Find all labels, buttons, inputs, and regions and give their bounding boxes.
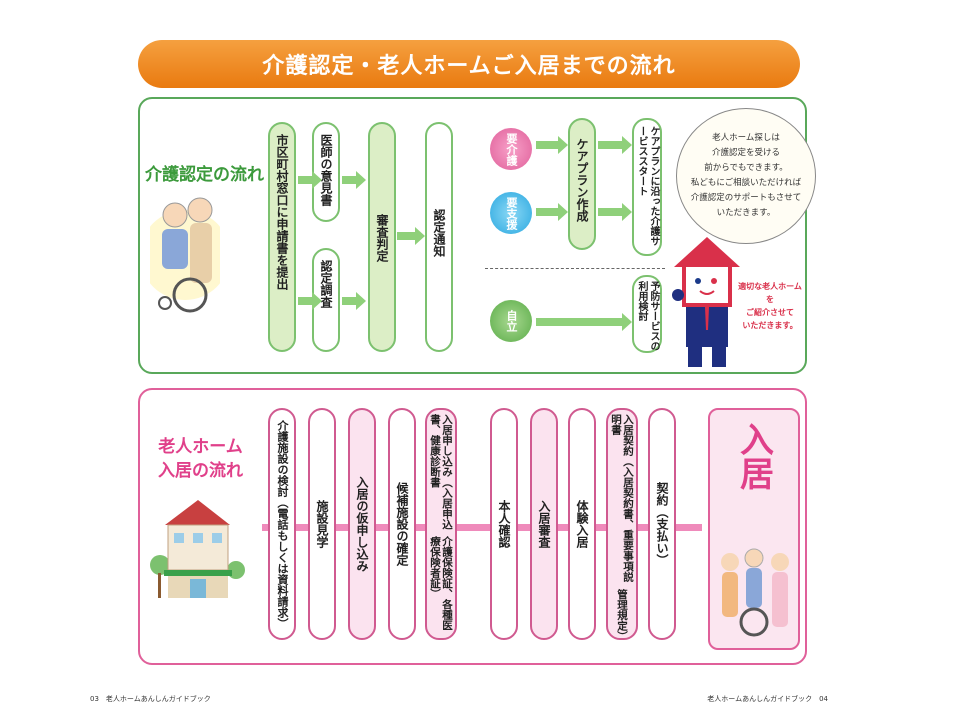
residents-illustration bbox=[721, 548, 789, 637]
home-section-heading: 老人ホーム入居の流れ bbox=[158, 435, 243, 483]
elderly-couple-illustration bbox=[150, 197, 220, 313]
arrow bbox=[536, 203, 568, 221]
home-step-payment: 契約（支払い） bbox=[648, 408, 676, 640]
bubble-line: 介護認定のサポートもさせて bbox=[690, 193, 802, 203]
step-line: 入居申し込み（入居申込書、健康診断書 bbox=[429, 414, 453, 530]
arrow bbox=[342, 171, 366, 189]
heading-line: 老人ホーム bbox=[158, 437, 243, 457]
house-mascot-icon bbox=[672, 237, 740, 367]
speech-bubble: 老人ホーム探しは介護認定を受ける前からでもできます。私どもにご相談いただければ介… bbox=[676, 108, 816, 244]
step-service-start: ケアプランに沿った介護サービススタート bbox=[632, 118, 662, 256]
nursing-home-building-illustration bbox=[150, 500, 245, 598]
move-in-label: 入居 bbox=[733, 422, 774, 490]
page-title: 介護認定・老人ホームご入居までの流れ bbox=[138, 40, 800, 88]
step-submit-application: 市区町村窓口に申請書を提出 bbox=[268, 122, 296, 352]
home-step-trial-stay: 体験入居 bbox=[568, 408, 596, 640]
arrow bbox=[342, 292, 366, 310]
home-step-application: 入居申し込み（入居申込書、健康診断書介護保険証、各種医療保険者証） bbox=[425, 408, 457, 640]
care-certification-section bbox=[138, 97, 807, 374]
nursing-home-section bbox=[138, 388, 807, 665]
home-step-contract: 入居契約（入居契約書、重要事項説明書管理規定） bbox=[606, 408, 638, 642]
footer-right: 老人ホームあんしんガイドブック 04 bbox=[707, 695, 828, 703]
mascot-line: 適切な老人ホームを bbox=[738, 282, 802, 304]
arrow bbox=[298, 292, 322, 310]
home-step-identity-check: 本人確認 bbox=[490, 408, 518, 640]
bubble-line: 前からでもできます。 bbox=[704, 163, 788, 173]
step-careplan: ケアプラン作成 bbox=[568, 118, 596, 250]
step-certification-survey: 認定調査 bbox=[312, 248, 340, 352]
mascot-message: 適切な老人ホームをご紹介させていただきます。 bbox=[735, 280, 805, 332]
mascot-line: ご紹介させて bbox=[746, 308, 794, 317]
step-line: 入居契約（入居契約書、重要事項説明書 bbox=[610, 414, 634, 582]
level-care-required: 要介護 bbox=[490, 128, 532, 170]
bubble-line: いただきます。 bbox=[716, 208, 776, 218]
heading-line: 入居の流れ bbox=[158, 461, 243, 481]
step-prevention-service: 予防サービスの利用検討 bbox=[632, 275, 662, 353]
arrow bbox=[298, 171, 322, 189]
bubble-line: 私どもにご相談いただければ bbox=[690, 178, 802, 188]
home-step-provisional-application: 入居の仮申し込み bbox=[348, 408, 376, 640]
home-step-visit: 施設見学 bbox=[308, 408, 336, 640]
home-step-consider: 介護施設の検討（電話もしくは資料請求） bbox=[268, 408, 296, 640]
flow-line bbox=[262, 524, 702, 531]
level-independent: 自立 bbox=[490, 300, 532, 342]
arrow bbox=[536, 136, 568, 154]
move-in-box: 入居 bbox=[708, 408, 800, 650]
home-step-confirm-candidate: 候補施設の確定 bbox=[388, 408, 416, 640]
arrow bbox=[598, 136, 632, 154]
bubble-line: 老人ホーム探しは bbox=[712, 133, 780, 143]
step-notification: 認定通知 bbox=[425, 122, 453, 352]
footer-left: 03 老人ホームあんしんガイドブック bbox=[90, 695, 211, 703]
step-line: 管理規定） bbox=[616, 589, 628, 642]
care-section-heading: 介護認定の流れ bbox=[145, 165, 264, 185]
arrow bbox=[536, 313, 632, 331]
divider bbox=[485, 268, 665, 269]
step-review: 審査判定 bbox=[368, 122, 396, 352]
step-line: 介護保険証、各種医療保険者証） bbox=[429, 536, 453, 631]
home-step-screening: 入居審査 bbox=[530, 408, 558, 640]
bubble-line: 介護認定を受ける bbox=[711, 148, 780, 158]
mascot-line: いただきます。 bbox=[742, 321, 798, 330]
arrow bbox=[397, 227, 425, 245]
arrow bbox=[598, 203, 632, 221]
level-support-required: 要支援 bbox=[490, 192, 532, 234]
